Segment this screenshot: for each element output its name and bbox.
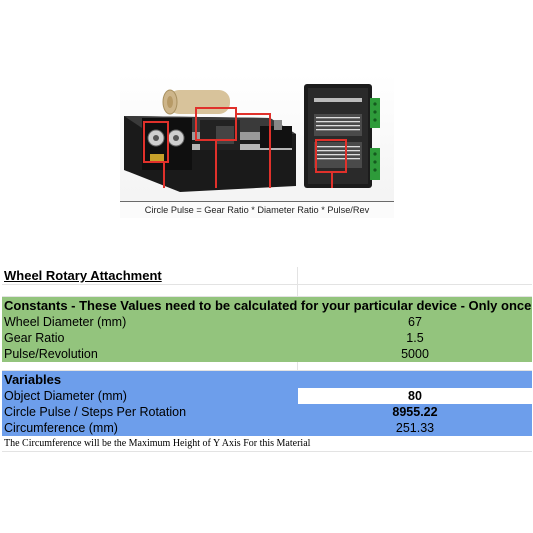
product-photo: Circle Pulse = Gear Ratio * Diameter Rat… [120, 74, 394, 218]
spreadsheet: Wheel Rotary Attachment Constants - Thes… [2, 267, 532, 452]
constants-header-row: Constants - These Values need to be calc… [2, 297, 532, 314]
empty-cell[interactable] [298, 362, 532, 370]
empty-cell[interactable] [2, 362, 298, 370]
constant-label[interactable]: Pulse/Revolution [4, 347, 98, 361]
variable-value[interactable]: 251.33 [395, 421, 435, 435]
rotary-and-driver-illustration [124, 84, 380, 192]
note-row: The Circumference will be the Maximum He… [2, 436, 532, 452]
constant-value[interactable]: 5000 [401, 347, 429, 361]
constant-label[interactable]: Gear Ratio [4, 331, 65, 345]
annotation-lines [143, 107, 347, 188]
constant-label[interactable]: Wheel Diameter (mm) [4, 315, 127, 329]
empty-cell[interactable] [2, 285, 298, 296]
sheet-title[interactable]: Wheel Rotary Attachment [2, 267, 298, 284]
table-row: Gear Ratio 1.5 [2, 330, 532, 346]
empty-row [2, 285, 532, 297]
constant-value[interactable]: 67 [408, 315, 422, 329]
empty-cell[interactable] [298, 267, 532, 284]
stepper-driver-image [304, 84, 380, 188]
variable-label[interactable]: Object Diameter (mm) [4, 389, 127, 403]
sheet-title-row: Wheel Rotary Attachment [2, 267, 532, 285]
constant-value[interactable]: 1.5 [406, 331, 424, 345]
formula-caption: Circle Pulse = Gear Ratio * Diameter Rat… [120, 201, 394, 218]
object-diameter-input[interactable]: 80 [298, 388, 532, 404]
variable-label[interactable]: Circle Pulse / Steps Per Rotation [4, 405, 187, 419]
table-row: Circle Pulse / Steps Per Rotation 8955.2… [2, 404, 532, 420]
table-row: Pulse/Revolution 5000 [2, 346, 532, 362]
circumference-note[interactable]: The Circumference will be the Maximum He… [4, 438, 311, 449]
table-row: Object Diameter (mm) 80 [2, 388, 532, 404]
constants-header[interactable]: Constants - These Values need to be calc… [4, 298, 532, 313]
empty-cell[interactable] [298, 285, 532, 296]
table-row: Circumference (mm) 251.33 [2, 420, 532, 436]
variable-label[interactable]: Circumference (mm) [4, 421, 118, 435]
variables-header[interactable]: Variables [4, 372, 62, 387]
variables-header-row: Variables [2, 371, 532, 388]
empty-row [2, 362, 532, 371]
table-row: Wheel Diameter (mm) 67 [2, 314, 532, 330]
variable-value[interactable]: 8955.22 [392, 405, 438, 419]
